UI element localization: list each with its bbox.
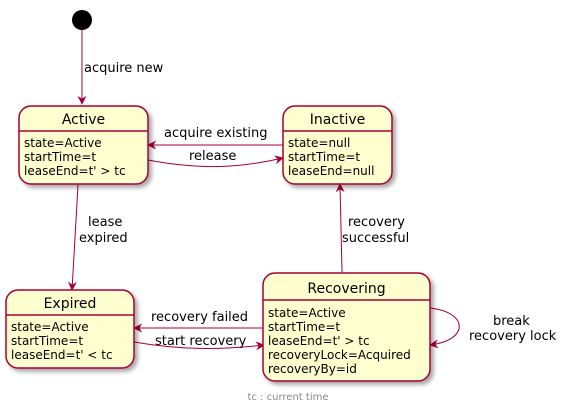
state-recovering-attr: leaseEnd=t' > tc	[268, 334, 370, 348]
state-inactive-attr: state=null	[288, 136, 350, 150]
state-inactive-attr: leaseEnd=null	[288, 164, 374, 178]
initial-state-dot	[72, 10, 92, 30]
label-recovery-successful-1: recovery	[348, 215, 405, 230]
state-active: Active state=Active startTime=t leaseEnd…	[18, 105, 149, 185]
edge-lease-expired	[67, 184, 79, 291]
label-break-recovery-lock-1: break	[493, 314, 530, 329]
state-inactive-attr: startTime=t	[288, 150, 360, 164]
diagram-caption: tc : current time	[248, 392, 329, 403]
label-release: release	[189, 149, 236, 164]
label-start-recovery: start recovery	[155, 334, 247, 349]
edge-recovery-successful	[335, 183, 345, 273]
state-recovering-attr: recoveryBy=id	[268, 362, 357, 376]
label-acquire-new: acquire new	[84, 61, 164, 76]
edge-start-recovery	[133, 341, 265, 351]
state-recovering: Recovering state=Active startTime=t leas…	[262, 272, 431, 382]
state-expired-attr: startTime=t	[11, 334, 83, 348]
state-active-attr: state=Active	[24, 136, 102, 150]
edge-break-recovery-lock	[429, 307, 460, 349]
state-inactive: Inactive state=null startTime=t leaseEnd…	[282, 105, 393, 185]
state-expired-attr: state=Active	[11, 320, 89, 334]
state-recovering-attr: startTime=t	[268, 320, 340, 334]
label-break-recovery-lock-2: recovery lock	[469, 329, 557, 344]
state-recovering-name: Recovering	[307, 281, 385, 297]
transitions	[67, 30, 460, 351]
state-expired-name: Expired	[44, 296, 97, 312]
state-expired: Expired state=Active startTime=t leaseEn…	[5, 289, 135, 369]
edge-release	[147, 155, 284, 168]
state-recovering-attr: state=Active	[268, 306, 346, 320]
label-lease-expired-1: lease	[88, 215, 122, 230]
state-recovering-attr: recoveryLock=Acquired	[268, 348, 411, 362]
state-expired-attr: leaseEnd=t' < tc	[11, 348, 113, 362]
state-active-attr: startTime=t	[24, 150, 96, 164]
label-recovery-failed: recovery failed	[151, 310, 248, 325]
state-active-attr: leaseEnd=t' > tc	[24, 164, 126, 178]
label-lease-expired-2: expired	[79, 231, 128, 246]
state-active-name: Active	[62, 112, 105, 128]
label-recovery-successful-2: successful	[342, 231, 409, 246]
label-acquire-existing: acquire existing	[164, 126, 267, 141]
state-inactive-name: Inactive	[310, 112, 366, 128]
